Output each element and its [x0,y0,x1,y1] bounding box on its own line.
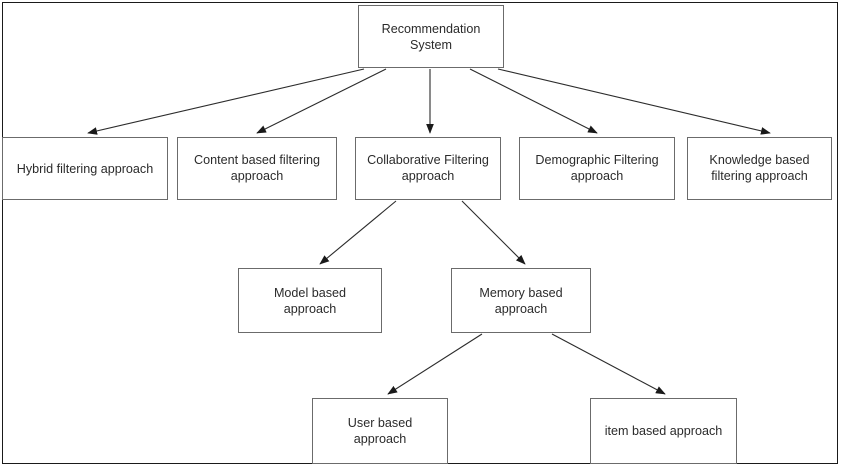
node-demographic[interactable]: Demographic Filtering approach [519,137,675,200]
node-model-label: Model based approach [273,285,347,316]
node-model[interactable]: Model based approach [238,268,382,333]
node-memory-label: Memory based approach [479,285,563,316]
node-content[interactable]: Content based filtering approach [177,137,337,200]
node-root[interactable]: Recommendation System [358,5,504,68]
node-knowledge[interactable]: Knowledge based filtering approach [687,137,832,200]
node-memory[interactable]: Memory based approach [451,268,591,333]
node-item[interactable]: item based approach [590,398,737,464]
node-content-label: Content based filtering approach [193,153,321,183]
node-user[interactable]: User based approach [312,398,448,464]
node-collaborative-label: Collaborative Filtering approach [367,153,489,183]
node-hybrid-label: Hybrid filtering approach [16,161,154,176]
node-hybrid[interactable]: Hybrid filtering approach [2,137,168,200]
node-knowledge-label: Knowledge based filtering approach [709,153,810,183]
node-item-label: item based approach [604,424,723,438]
node-root-label: Recommendation System [381,21,481,52]
node-collaborative[interactable]: Collaborative Filtering approach [355,137,501,200]
node-demographic-label: Demographic Filtering approach [535,153,659,183]
node-user-label: User based approach [347,416,413,446]
